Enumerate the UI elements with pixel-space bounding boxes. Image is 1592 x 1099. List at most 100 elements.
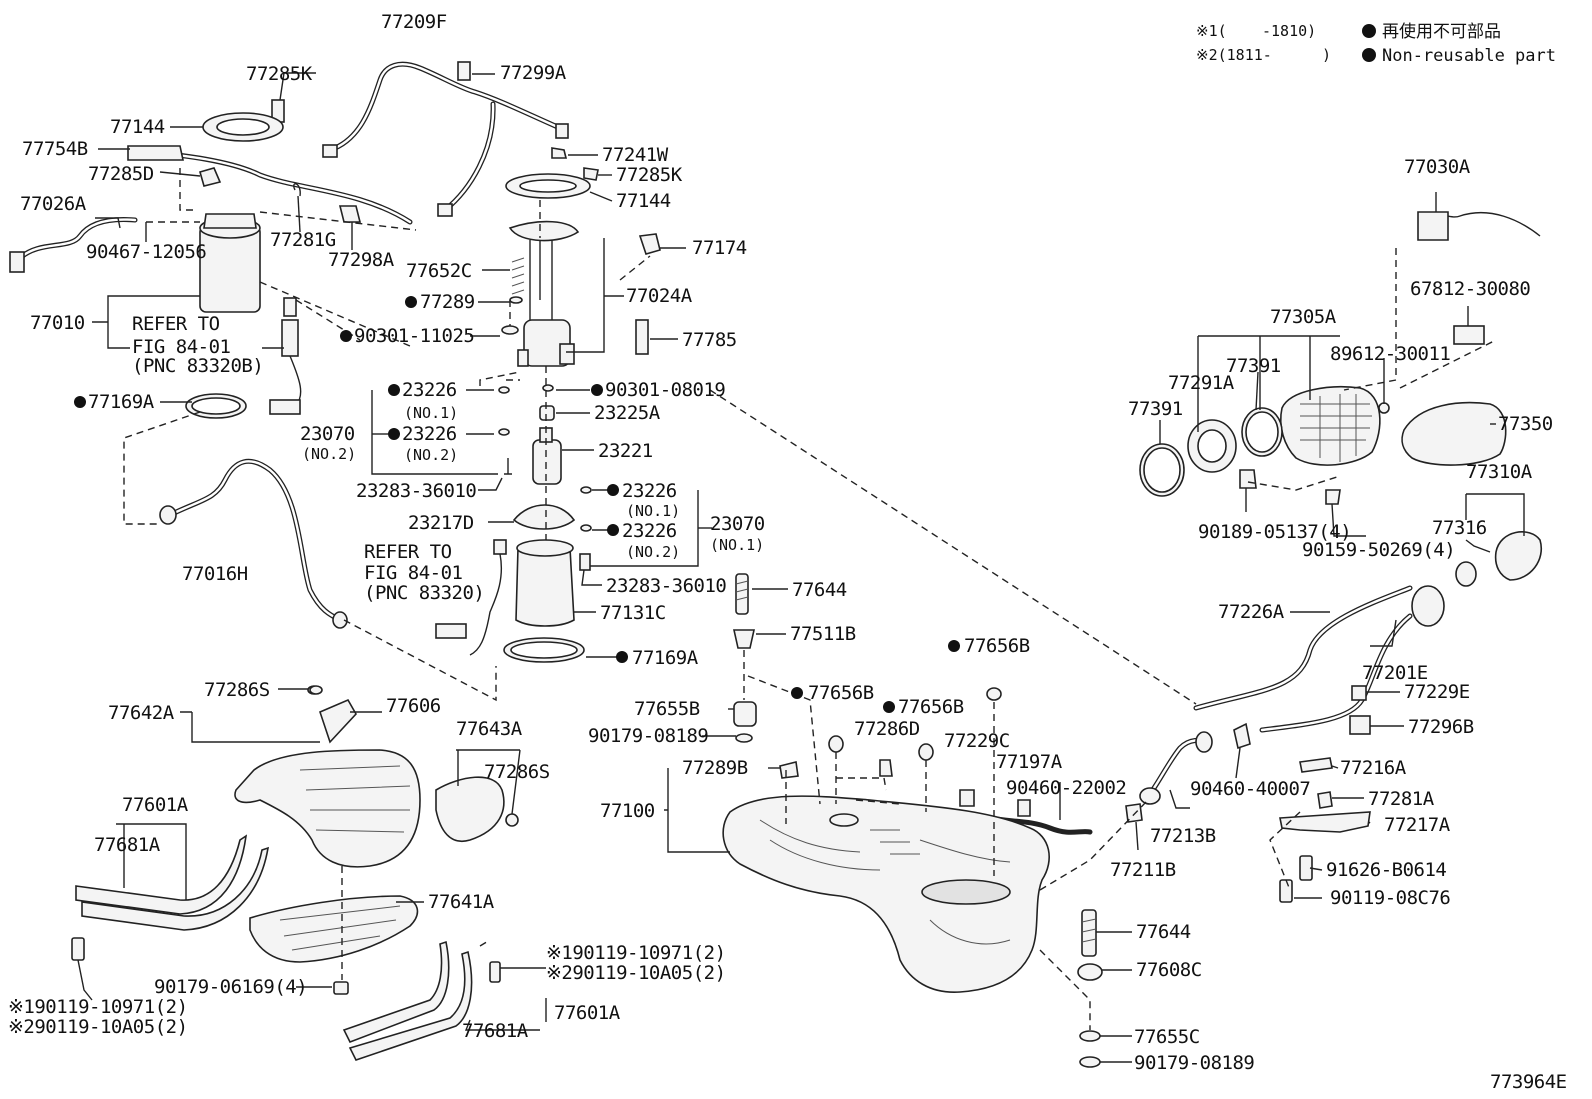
label-77310A: 77310A [1466,461,1533,483]
label-77201E: 77201E [1362,662,1428,684]
label-77144-b: 77144 [616,190,671,212]
label-77211B: 77211B [1110,859,1176,881]
label-90119-10971-b: ※190119-10971(2) [546,942,726,964]
label-23226-d: 23226 [622,520,677,542]
refer-note-a-line2: FIG 84-01 [132,336,231,358]
refer-note-a-line3: (PNC 83320B) [132,355,263,377]
label-90119-10A05-a-value: 90119-10A05(2) [34,1016,187,1038]
label-77656B-c: 77656B [898,696,964,718]
suffix-no2-c: (NO.2) [626,543,680,561]
label-77285K-b: 77285K [616,164,683,186]
suffix-no1-b: (NO.1) [626,502,680,520]
label-77016H: 77016H [182,563,248,585]
label-77641A: 77641A [428,891,495,913]
label-90119-10971-a-value: 90119-10971(2) [34,996,187,1018]
label-77026A: 77026A [20,193,87,215]
non-reusable-dot-icon [405,296,417,308]
legend-non-reusable-en: Non-reusable part [1382,46,1556,66]
label-77391-b: 77391 [1128,398,1183,420]
label-23283-36010-b: 23283-36010 [606,575,726,597]
suffix-no2-a: (NO.2) [302,445,356,463]
label-77286D: 77286D [854,718,920,740]
label-77644-b: 77644 [1136,921,1191,943]
label-77656B-a: 77656B [964,635,1030,657]
label-90119-10A05-a: ※290119-10A05(2) [8,1016,188,1038]
label-90179-08189-b: 90179-08189 [1134,1052,1254,1074]
label-77754B: 77754B [22,138,88,160]
label-77296B: 77296B [1408,716,1474,738]
refer-note-b-line3: (PNC 83320) [364,582,484,604]
illustrations [9,61,1543,1068]
label-90301-11025: 90301-11025 [354,325,474,347]
label-77216A: 77216A [1340,757,1407,779]
label-77285D: 77285D [88,163,154,185]
legend-non-reusable-jp: 再使用不可部品 [1382,21,1501,42]
label-77316: 77316 [1432,517,1487,539]
non-reusable-dot-icon [1362,24,1376,38]
label-77656B-b: 77656B [808,682,874,704]
label-77144: 77144 [110,116,165,138]
label-67812-30080: 67812-30080 [1410,278,1530,300]
label-77229C: 77229C [944,730,1010,752]
label-77281G: 77281G [270,229,336,251]
label-77197A: 77197A [996,751,1063,773]
label-77655B: 77655B [634,698,700,720]
leader-lines [77,72,1525,1063]
label-89612-30011: 89612-30011 [1330,343,1450,365]
label-77169A: 77169A [88,391,155,413]
label-90467-12056: 90467-12056 [86,241,206,263]
label-77100: 77100 [600,800,655,822]
label-77289B: 77289B [682,757,748,779]
label-90119-10A05-b-value: 90119-10A05(2) [572,962,725,984]
label-77644: 77644 [792,579,847,601]
label-77209F: 77209F [381,11,447,33]
label-77281A: 77281A [1368,788,1435,810]
label-77131C: 77131C [600,602,666,624]
label-77642A: 77642A [108,702,175,724]
label-77299A: 77299A [500,62,567,84]
suffix-no1-a: (NO.1) [404,404,458,422]
label-77785: 77785 [682,329,737,351]
label-77226A: 77226A [1218,601,1285,623]
label-23221: 23221 [598,440,653,462]
label-90179-08189: 90179-08189 [588,725,708,747]
label-77681A: 77681A [94,834,161,856]
assembly-dashed-lines [123,168,1497,1030]
suffix-no1-c: (NO.1) [710,536,764,554]
label-91626-B0614: 91626-B0614 [1326,859,1446,881]
legend: ※1( -1810) ※2(1811- ) 再使用不可部品 Non-reusab… [1196,21,1556,66]
label-90179-06169: 90179-06169(4) [154,976,307,998]
label-90119-08C76: 90119-08C76 [1330,887,1450,909]
label-77298A: 77298A [328,249,395,271]
label-23226-c: 23226 [622,480,677,502]
label-77289: 77289 [420,291,475,313]
legend-range-1-start: ※1( [1196,22,1227,40]
legend-range-2-start: ※2(1811- [1196,46,1272,64]
non-reusable-markers [74,296,960,713]
non-reusable-dot-icon [791,687,803,699]
label-77608C: 77608C [1136,959,1202,981]
part-labels: 77209F 77285K 77299A 77144 77754B 77241W… [8,11,1553,1074]
label-77606: 77606 [386,695,441,717]
label-77391: 77391 [1226,355,1281,377]
label-23226-b: 23226 [402,423,457,445]
legend-range-1-end: -1810) [1262,22,1316,40]
label-77601A: 77601A [122,794,189,816]
non-reusable-dot-icon [948,640,960,652]
refer-note-a-line1: REFER TO [132,313,220,335]
label-77286S: 77286S [204,679,270,701]
label-77229E: 77229E [1404,681,1470,703]
non-reusable-dot-icon [591,384,603,396]
legend-range-2-end: ) [1322,46,1331,64]
suffix-no2-b: (NO.2) [404,446,458,464]
non-reusable-dot-icon [340,330,352,342]
label-77213B: 77213B [1150,825,1216,847]
label-77652C: 77652C [406,260,472,282]
label-77174: 77174 [692,237,747,259]
label-77285K: 77285K [246,63,313,85]
label-77655C: 77655C [1134,1026,1200,1048]
non-reusable-dot-icon [74,396,86,408]
label-77010: 77010 [30,312,85,334]
label-90119-10971-a: ※190119-10971(2) [8,996,188,1018]
